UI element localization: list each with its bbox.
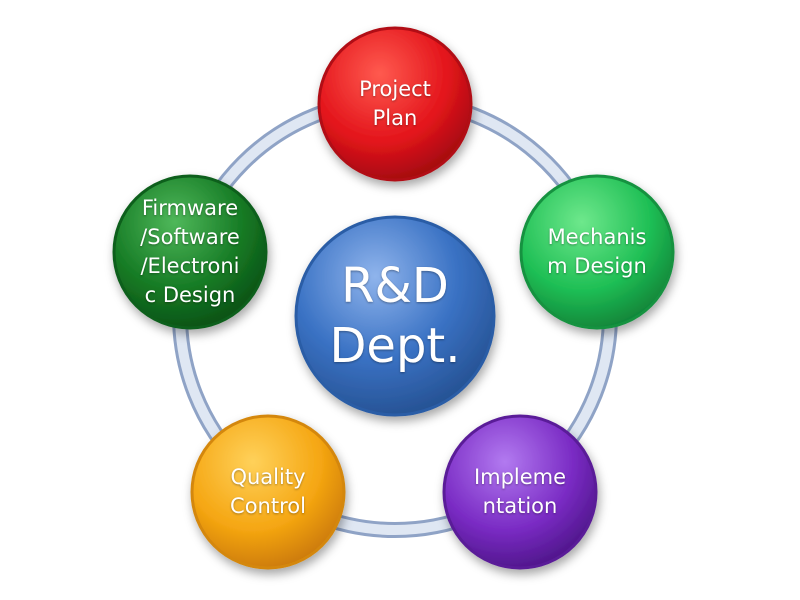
node-quality-control xyxy=(190,414,346,570)
label-mechanism-design: Mechanis m Design xyxy=(547,225,647,278)
node-center xyxy=(294,215,496,417)
node-firmware-design xyxy=(112,174,268,330)
label-center: R&D Dept. xyxy=(329,258,461,374)
node-implementation xyxy=(442,414,598,570)
label-implementation: Impleme ntation xyxy=(473,465,567,518)
label-quality-control: Quality Control xyxy=(230,465,306,518)
label-project-plan: Project Plan xyxy=(359,77,431,130)
label-firmware-design: Firmware /Software /Electroni c Design xyxy=(140,196,240,307)
node-project-plan xyxy=(317,26,473,182)
node-mechanism-design xyxy=(519,174,675,330)
